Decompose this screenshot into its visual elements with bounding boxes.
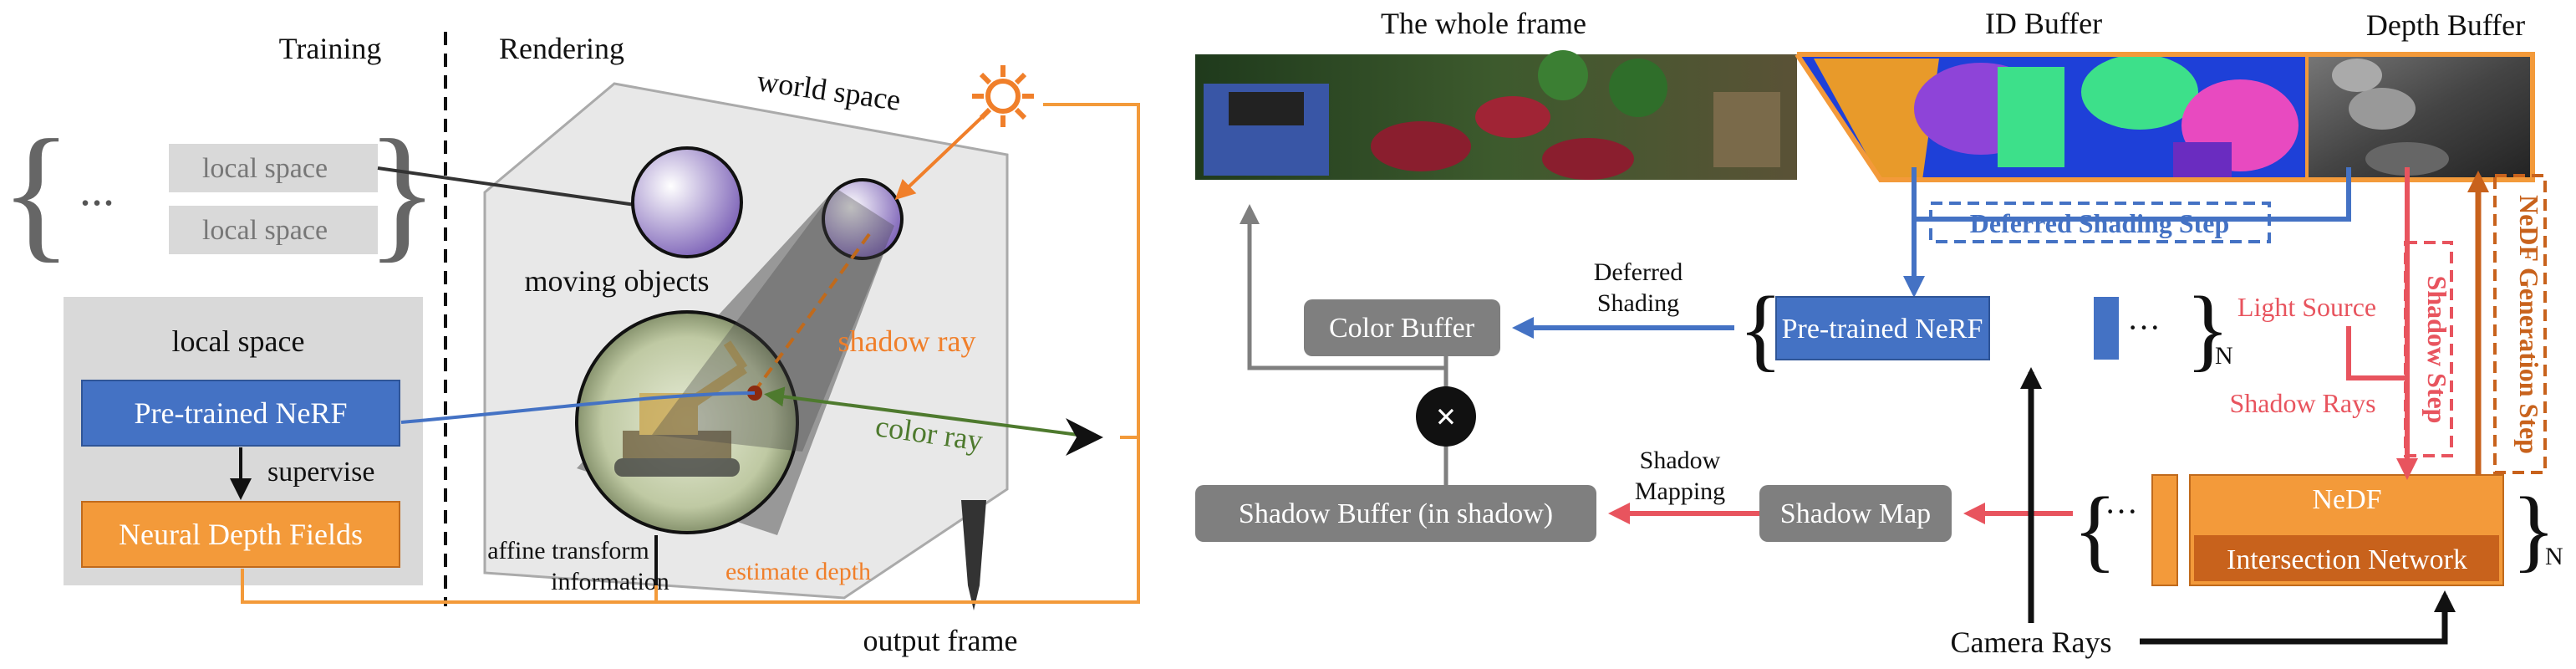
multiply-node: [1416, 386, 1476, 447]
pretrained-nerf-stub: [2094, 297, 2119, 360]
color-ray-line: [764, 386, 1079, 437]
deferred-shading-label-2: Shading: [1597, 289, 1679, 317]
pretrained-nerf-label-left: Pre-trained NeRF: [135, 396, 348, 430]
color-buffer-to-frame: [1240, 204, 1446, 370]
local-space-label-2: local space: [202, 215, 328, 246]
camera-rays-label: Camera Rays: [1951, 626, 2112, 659]
left-brace-close: }: [366, 109, 438, 275]
nedf-brace-open: {: [2073, 478, 2117, 580]
pretrained-nerf-box-right: [1775, 296, 1990, 360]
local-space-box-title: local space: [172, 324, 305, 358]
multiply-icon: ×: [1435, 396, 1456, 437]
nerf-brace-close: }: [2186, 278, 2230, 380]
header-rendering: Rendering: [499, 32, 624, 65]
moving-object-sphere-2: [822, 178, 904, 260]
light-source-path: [2346, 326, 2407, 380]
shadow-buffer-box: [1195, 485, 1596, 542]
frame-orange-outline: [1795, 52, 2535, 182]
depth-buffer-image: [2307, 54, 2533, 180]
color-buffer-label: Color Buffer: [1329, 313, 1475, 344]
nerf-count-n: N: [2215, 342, 2233, 370]
nedf-brace-close: }: [2512, 478, 2556, 580]
nedf-generation-step-box: [2493, 174, 2547, 474]
nerf-dots: ···: [2127, 309, 2161, 346]
shadow-cone-overlay: [652, 188, 894, 452]
camera-rays-to-nedf: [2140, 590, 2456, 645]
shadow-map-box: [1759, 485, 1952, 542]
intersection-network-label: Intersection Network: [2227, 544, 2467, 575]
sun-icon: [972, 65, 1034, 127]
nedf-generation-step-label: NeDF Generation Step: [2514, 195, 2544, 454]
nedf-count-n: N: [2545, 543, 2563, 570]
affine-label-line2: information: [551, 568, 669, 595]
shadow-mapping-label-1: Shadow: [1640, 447, 1721, 474]
world-space-label: world space: [755, 64, 903, 117]
header-training: Training: [279, 32, 382, 65]
shadow-step-box: [2404, 241, 2453, 457]
title-id-buffer: ID Buffer: [1985, 7, 2102, 40]
shadow-ray-label: shadow ray: [838, 324, 976, 358]
local-space-box-2: [169, 206, 378, 254]
deferred-shading-step-label: Deferred Shading Step: [1970, 208, 2230, 238]
id-to-nerf-line: [1912, 167, 2351, 222]
local-space-label-1: local space: [202, 153, 328, 184]
title-whole-frame: The whole frame: [1381, 7, 1586, 40]
moving-object-sphere-1: [631, 146, 743, 258]
neural-depth-fields-label: Neural Depth Fields: [119, 518, 363, 551]
nerf-query-curve: [400, 391, 756, 424]
shadow-buffer-label: Shadow Buffer (in shadow): [1239, 498, 1553, 529]
output-frame-label: output frame: [863, 624, 1018, 657]
local-space-box-1: [169, 144, 378, 192]
nedf-label: NeDF: [2312, 484, 2381, 515]
affine-label-line1: affine transform: [487, 537, 649, 564]
pretrained-nerf-label-right: Pre-trained NeRF: [1782, 314, 1983, 345]
estimate-depth-label: estimate depth: [725, 558, 871, 585]
camera-icon: [1066, 418, 1103, 456]
deferred-shading-label-1: Deferred: [1594, 258, 1683, 286]
local-space-link: [377, 166, 636, 207]
neural-depth-fields-box: [81, 501, 400, 568]
title-depth-buffer: Depth Buffer: [2366, 8, 2525, 42]
output-arrow: [961, 500, 986, 610]
shadow-map-label: Shadow Map: [1780, 498, 1931, 529]
id-buffer-image: [1797, 54, 2307, 180]
pretrained-nerf-box-left: [81, 380, 400, 447]
light-arrow: [894, 115, 984, 201]
light-source-label: Light Source: [2237, 292, 2376, 322]
shadow-rays-label: Shadow Rays: [2229, 388, 2375, 418]
brace-dots: ...: [79, 164, 115, 216]
shadow-mapping-label-2: Mapping: [1635, 477, 1725, 505]
shadow-step-label: Shadow Step: [2422, 276, 2452, 424]
whole-frame-image: [1195, 50, 1797, 180]
left-brace-open: {: [0, 109, 72, 275]
nedf-stub: [2151, 474, 2178, 586]
intersection-network-box: [2194, 535, 2499, 581]
depth-feedback-loop: [241, 103, 1140, 604]
nedf-dots: ···: [2105, 493, 2138, 530]
supervise-label: supervise: [267, 457, 374, 488]
shadow-ray-line: [755, 232, 871, 391]
color-buffer-box: [1304, 299, 1500, 356]
deferred-shading-step-box: [1929, 202, 2271, 243]
moving-objects-label: moving objects: [525, 264, 710, 298]
